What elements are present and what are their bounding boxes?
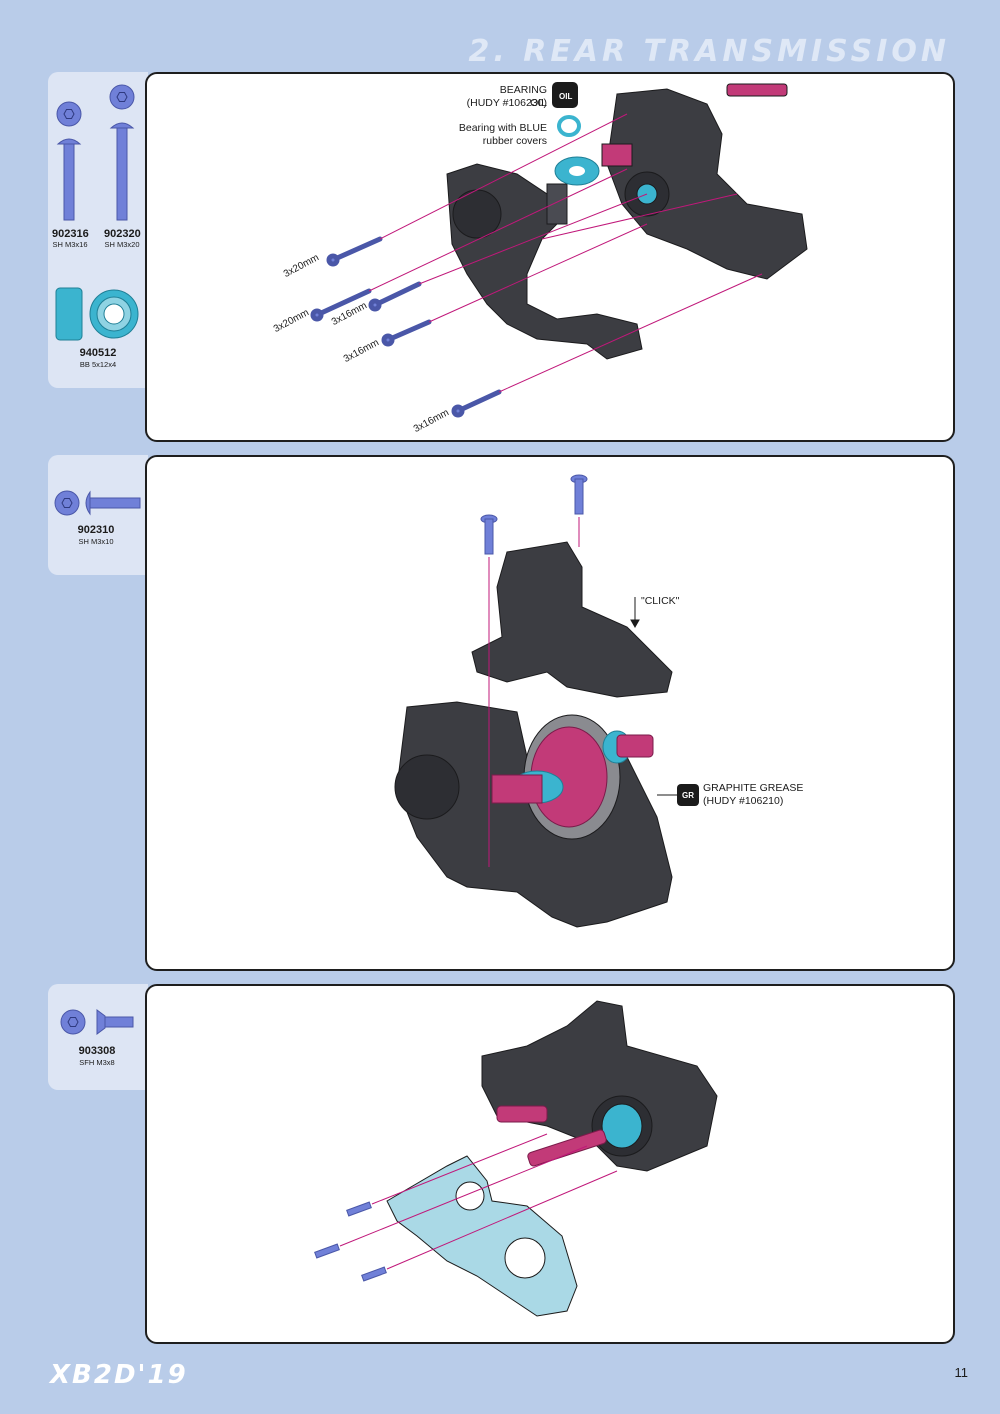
oil-bottle-icon [552, 82, 578, 108]
part-code: 940512 [79, 347, 117, 359]
bearing-callout-line2: rubber covers [482, 135, 547, 147]
brand-logo: XB2D'19 [50, 1360, 188, 1390]
part-code: 902316 [52, 228, 89, 240]
grease-callout-line1: GRAPHITE GREASE [703, 782, 804, 794]
screws-step3 [314, 1201, 387, 1282]
page-title: 2. REAR TRANSMISSION [468, 34, 950, 69]
assembly-guide-lines [488, 517, 580, 867]
assembly-guide-lines [368, 113, 763, 393]
part-code: 903308 [78, 1045, 116, 1057]
gearbox-right-half [601, 83, 808, 280]
step1-diagram [310, 82, 808, 418]
bearing-part [554, 115, 600, 186]
gearbox-assembled [481, 1000, 718, 1172]
gearbox-upper-half [471, 541, 673, 698]
part-desc: SH M3x16 [52, 240, 88, 249]
click-callout: "CLICK" [641, 595, 680, 607]
assembly-guide-lines [339, 1133, 618, 1270]
page-number: 11 [954, 1365, 969, 1380]
part-desc: SFH M3x8 [79, 1058, 115, 1067]
bearing-940512-icon [55, 287, 139, 341]
grease-icon [677, 784, 699, 806]
step2-panel: GR "CLICK" GRAPHITE GREASE (HUDY #106210… [145, 455, 955, 971]
spur-gear [491, 714, 654, 840]
part-code: 902310 [77, 524, 115, 536]
part-desc: BB 5x12x4 [79, 360, 117, 369]
step3-diagram [314, 1000, 718, 1317]
step2-diagram [394, 474, 699, 928]
grease-icon-label: GR [682, 791, 694, 800]
motor-plate [386, 1155, 578, 1317]
output-shaft [496, 1105, 607, 1167]
oil-callout-line1: BEARING OIL [499, 84, 547, 109]
bearing-callout-line1: Bearing with BLUE [458, 122, 547, 134]
screws-step2 [480, 474, 588, 555]
grease-callout-line2: (HUDY #106210) [703, 795, 784, 807]
step3-panel [145, 984, 955, 1344]
oil-icon-label: OIL [559, 92, 573, 101]
screw-902316-icon [56, 101, 82, 221]
part-desc: SH M3x10 [78, 537, 114, 546]
oil-callout-line2: (HUDY #106230) [466, 97, 547, 109]
step1-panel: OIL BEARING OIL (HUDY #106230) Bearing w… [145, 72, 955, 442]
screws-step1 [310, 236, 502, 418]
part-code: 902320 [104, 228, 141, 240]
part-desc: SH M3x20 [104, 240, 140, 249]
click-arrow [630, 597, 640, 629]
parts-tab-step2 [48, 455, 148, 575]
parts-tab-step3 [48, 984, 148, 1090]
screw-902320-icon [109, 84, 135, 221]
